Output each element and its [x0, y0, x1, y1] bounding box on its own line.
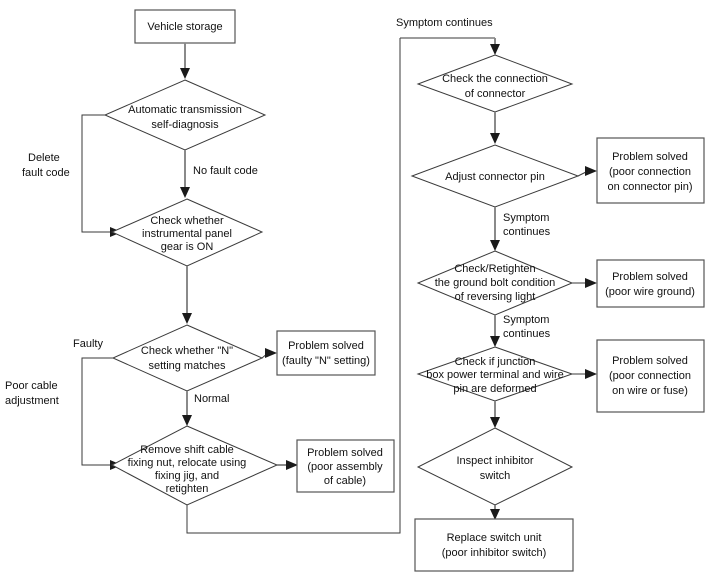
- right-connector-r4-to-r5: [490, 401, 500, 428]
- right-label-symptom-continues-2-line1: Symptom: [503, 314, 549, 326]
- left-label-poor-cable-line2: adjustment: [5, 395, 59, 407]
- left-result-poor-assembly: Problem solved (poor assembly of cable): [296, 439, 395, 493]
- right-result-poor-connector-pin: Problem solved (poor connection on conne…: [596, 137, 705, 204]
- right-decision-inspect-inhibitor-switch-line1: Inspect inhibitor: [456, 455, 533, 467]
- right-decision-ground-bolt-line2: the ground bolt condition: [435, 277, 555, 289]
- right-decision-check-connector: Check the connection of connector: [416, 54, 574, 113]
- right-decision-ground-bolt-line1: Check/Retighten: [454, 263, 535, 275]
- right-decision-ground-bolt-line3: of reversing light: [455, 291, 536, 303]
- right-decision-check-connector-line2: of connector: [465, 88, 526, 100]
- right-connector-r4-to-result3: [572, 369, 597, 379]
- left-decision-remove-shift-cable-line2: fixing nut, relocate using: [128, 457, 247, 469]
- left-label-poor-cable-line1: Poor cable: [5, 380, 58, 392]
- right-result-poor-connector-pin-line2: (poor connection: [609, 166, 691, 178]
- left-result-faulty-n-setting-line2: (faulty "N" setting): [282, 355, 370, 367]
- left-decision-n-setting-line1: Check whether "N": [141, 345, 233, 357]
- left-decision-self-diagnosis: Automatic transmission self-diagnosis: [103, 79, 267, 151]
- left-result-poor-assembly-line3: of cable): [324, 475, 366, 487]
- left-decision-remove-shift-cable-line4: retighten: [166, 483, 209, 495]
- left-label-faulty: Faulty: [73, 338, 103, 350]
- left-label-delete-fault-code-line2: fault code: [22, 167, 70, 179]
- left-connector-d2-to-d3: [182, 266, 192, 324]
- right-decision-junction-box: Check if junction box power terminal and…: [416, 346, 574, 402]
- left-decision-panel-gear-on-line1: Check whether: [150, 215, 224, 227]
- right-label-symptom-continues-1-line1: Symptom: [503, 212, 549, 224]
- right-result-poor-wire-or-fuse-line3: on wire or fuse): [612, 385, 688, 397]
- left-connector-start-to-d1: [180, 43, 190, 79]
- left-decision-n-setting: Check whether "N" setting matches: [111, 324, 264, 392]
- right-decision-adjust-connector-pin: Adjust connector pin: [410, 144, 580, 208]
- right-connector-r3-to-r4: Symptom continues: [490, 314, 551, 347]
- right-decision-junction-box-line2: box power terminal and wire: [426, 369, 564, 381]
- right-result-poor-wire-or-fuse-line1: Problem solved: [612, 355, 688, 367]
- left-decision-panel-gear-on: Check whether instrumental panel gear is…: [110, 198, 264, 267]
- right-connector-r3-to-result2: [572, 278, 597, 288]
- left-result-faulty-n-setting-line1: Problem solved: [288, 340, 364, 352]
- left-loop-poor-cable-adjustment: Faulty Poor cable adjustment: [5, 338, 122, 470]
- left-decision-remove-shift-cable: Remove shift cable fixing nut, relocate …: [110, 425, 279, 506]
- right-label-symptom-continues-2-line2: continues: [503, 328, 551, 340]
- right-decision-adjust-connector-pin-label: Adjust connector pin: [445, 171, 545, 183]
- right-result-poor-wire-or-fuse: Problem solved (poor connection on wire …: [596, 339, 705, 413]
- right-decision-ground-bolt: Check/Retighten the ground bolt conditio…: [416, 250, 574, 316]
- left-label-delete-fault-code-line1: Delete: [28, 152, 60, 164]
- right-decision-junction-box-line3: pin are deformed: [453, 383, 536, 395]
- right-end-box-line2: (poor inhibitor switch): [442, 547, 547, 559]
- left-decision-panel-gear-on-line3: gear is ON: [161, 241, 214, 253]
- left-decision-self-diagnosis-line2: self-diagnosis: [151, 119, 219, 131]
- left-decision-remove-shift-cable-line3: fixing jig, and: [155, 470, 219, 482]
- right-entry: Symptom continues: [396, 17, 500, 55]
- left-result-poor-assembly-line2: (poor assembly: [307, 461, 383, 473]
- right-result-poor-wire-ground: Problem solved (poor wire ground): [596, 259, 705, 308]
- right-result-poor-connector-pin-line1: Problem solved: [612, 151, 688, 163]
- bridge-left-to-right-column: [186, 38, 401, 534]
- left-connector-d1-to-d2: No fault code: [180, 150, 258, 198]
- left-label-no-fault-code: No fault code: [193, 165, 258, 177]
- left-connector-d3-to-result1: [261, 348, 277, 359]
- left-connector-d4-to-result2: [277, 460, 298, 470]
- left-connector-d3-to-d4: Normal: [182, 391, 229, 426]
- right-result-poor-wire-ground-line2: (poor wire ground): [605, 286, 695, 298]
- left-decision-panel-gear-on-line2: instrumental panel: [142, 228, 232, 240]
- right-label-symptom-continues-entry: Symptom continues: [396, 17, 493, 29]
- left-result-poor-assembly-line1: Problem solved: [307, 447, 383, 459]
- left-result-faulty-n-setting: Problem solved (faulty "N" setting): [276, 330, 376, 376]
- right-decision-inspect-inhibitor-switch-line2: switch: [480, 470, 511, 482]
- left-decision-self-diagnosis-line1: Automatic transmission: [128, 104, 242, 116]
- right-result-poor-wire-or-fuse-line2: (poor connection: [609, 370, 691, 382]
- left-start-box-label: Vehicle storage: [147, 21, 222, 33]
- right-end-box-replace-switch-unit: Replace switch unit (poor inhibitor swit…: [414, 518, 574, 572]
- left-loop-delete-fault-code: Delete fault code: [22, 114, 122, 237]
- right-label-symptom-continues-1-line2: continues: [503, 226, 551, 238]
- right-result-poor-wire-ground-line1: Problem solved: [612, 271, 688, 283]
- right-connector-r1-to-r2: [490, 112, 500, 144]
- right-connector-r5-to-end: [490, 505, 500, 520]
- left-decision-n-setting-line2: setting matches: [148, 360, 226, 372]
- right-connector-r2-to-r3: Symptom continues: [490, 207, 551, 251]
- right-decision-check-connector-line1: Check the connection: [442, 73, 548, 85]
- left-start-box: Vehicle storage: [134, 9, 236, 44]
- right-end-box-line1: Replace switch unit: [447, 532, 542, 544]
- left-decision-remove-shift-cable-line1: Remove shift cable: [140, 444, 234, 456]
- right-decision-inspect-inhibitor-switch: Inspect inhibitor switch: [416, 427, 574, 506]
- left-label-normal: Normal: [194, 393, 229, 405]
- right-decision-junction-box-line1: Check if junction: [455, 356, 536, 368]
- right-result-poor-connector-pin-line3: on connector pin): [608, 181, 693, 193]
- right-connector-r2-to-result1: [577, 166, 597, 177]
